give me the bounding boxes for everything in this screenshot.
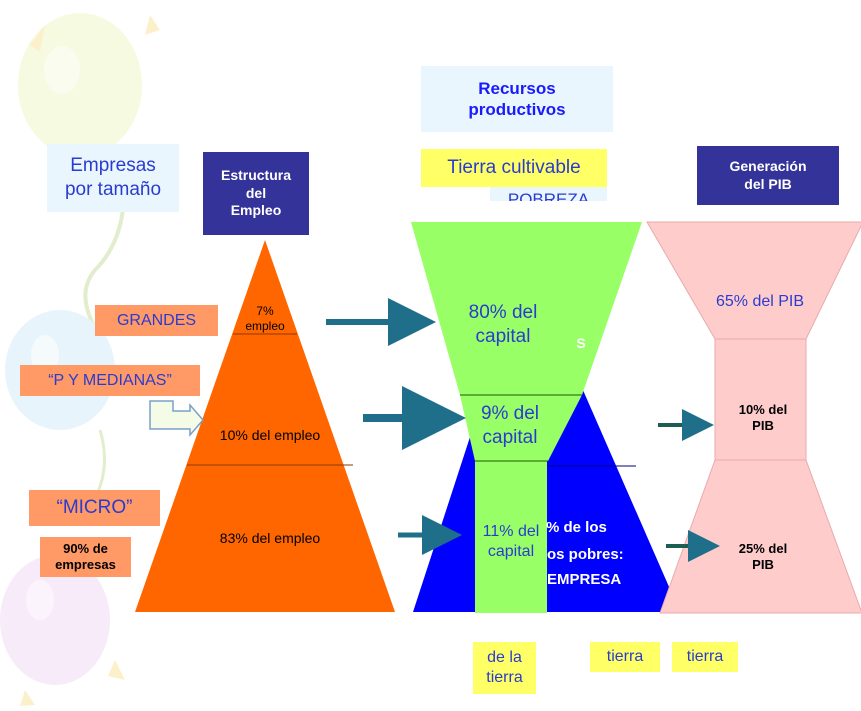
capital-bottom-text: 11% del capital [482, 523, 540, 560]
empleo-bottom-text: 83% del empleo [219, 530, 321, 546]
capital-funnel-stem [475, 461, 547, 613]
pobreza-line3: EMPRESA [547, 571, 622, 588]
label-micro: “MICRO” [29, 490, 160, 526]
title-recursos-productivos: Recursos productivos [421, 66, 613, 132]
empleo-top-text: 7% empleo [245, 304, 285, 333]
tierra-box-1: de la tierra [473, 642, 536, 694]
label-pymes: “P Y MEDIANAS” [20, 365, 200, 396]
tierra-box-3: tierra [672, 642, 738, 672]
capital-funnel-top [411, 222, 642, 395]
pib-funnel-top [646, 221, 861, 340]
capital-funnel-middle [460, 395, 582, 461]
capital-middle-text: 9% del capital [480, 403, 540, 448]
tierra-box-2: tierra [590, 642, 660, 672]
pobreza-text: POBREZA [507, 189, 590, 201]
pib-middle-section [714, 338, 807, 461]
title-tierra-cultivable: Tierra cultivable [421, 149, 607, 187]
label-micro-note: 90% de empresas [40, 537, 131, 577]
label-grandes: GRANDES [95, 305, 218, 336]
employment-pyramid [135, 240, 395, 612]
pobreza-line1: % de los [546, 519, 607, 536]
title-empresas: Empresas por tamaño [47, 144, 179, 212]
pobreza-line2: os pobres: [547, 546, 624, 563]
empleo-middle-text: 10% del empleo [219, 427, 321, 443]
pib-middle-text: 10% del PIB [738, 402, 788, 434]
pib-bottom-text: 25% del PIB [738, 541, 788, 573]
capital-top-text: 80% del capital [468, 302, 538, 347]
pink-balloon-icon [0, 555, 110, 685]
hollow-arrow-icon [149, 400, 204, 438]
yellow-balloon-icon [18, 13, 142, 157]
pib-base [659, 459, 861, 614]
pobreza-s-text: S [576, 335, 586, 351]
pib-top-text: 65% del PIB [715, 293, 805, 310]
title-generacion-pib: Generación del PIB [697, 146, 839, 205]
title-estructura-empleo: Estructura del Empleo [203, 152, 309, 235]
